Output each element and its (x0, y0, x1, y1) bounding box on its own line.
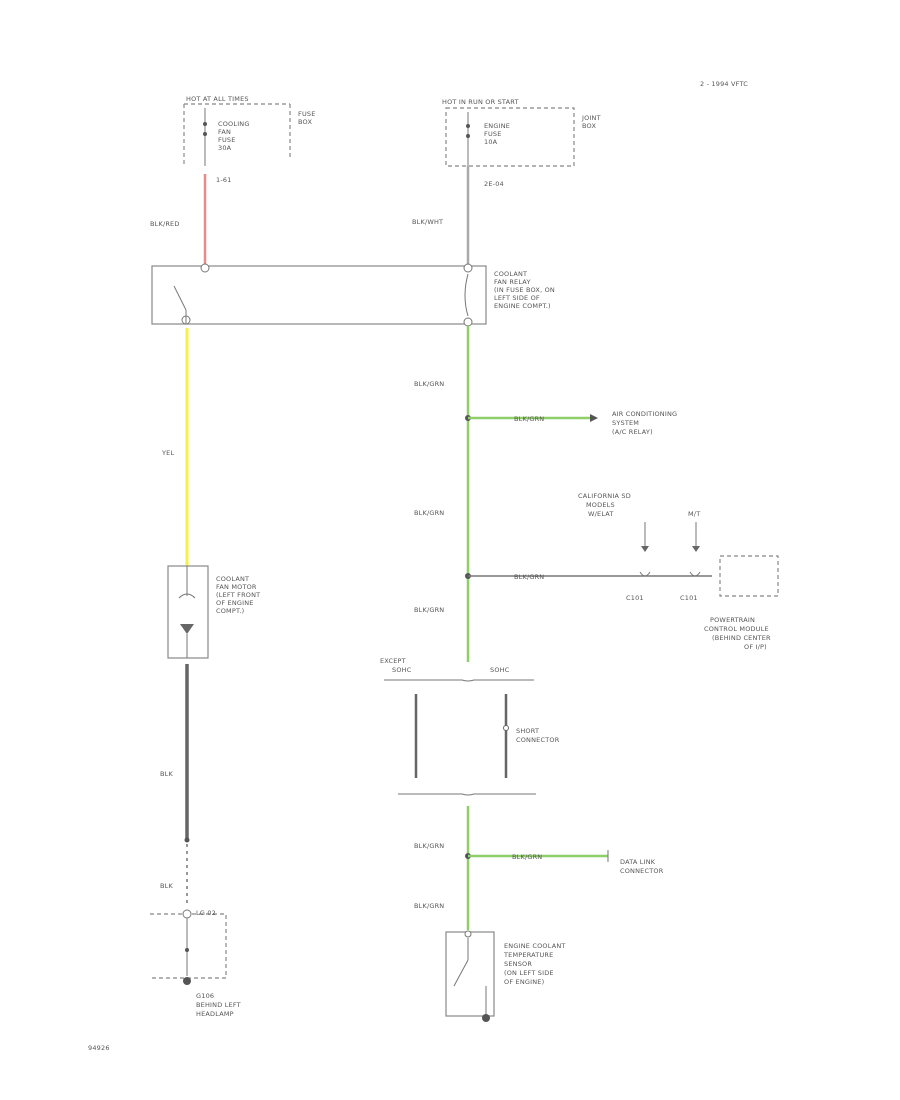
relay-label-line2: FAN RELAY (494, 278, 531, 286)
sensor-switch-contact (453, 959, 469, 987)
fuse-box-label-line1: FUSE (298, 110, 316, 118)
ground-g106: LG 02 G106 BEHIND LEFT HEADLAMP (150, 909, 241, 1018)
wire-yel-label: YEL (161, 449, 174, 457)
wire-blk-grn-label-2: BLK/GRN (414, 509, 444, 517)
wire-blk-grn-label-3: BLK/GRN (414, 606, 444, 614)
sensor-ground-icon (482, 1014, 490, 1022)
mt-label: M/T (688, 510, 700, 518)
motor-label-line3: (LEFT FRONT (216, 591, 260, 599)
hot-all-times-label: HOT AT ALL TIMES (186, 95, 249, 103)
joint-box-label-line1: JOINT (581, 114, 601, 122)
powertrain-control-module: POWERTRAIN CONTROL MODULE (BEHIND CENTER… (704, 555, 779, 651)
short-connector-label-line2: CONNECTOR (516, 736, 560, 744)
footer-code: 94926 (88, 1044, 110, 1052)
engine-coolant-temp-sensor: ENGINE COOLANT TEMPERATURE SENSOR (ON LE… (445, 930, 566, 1022)
pcm-label-line4: OF I/P) (744, 643, 767, 651)
dlc-label-line2: CONNECTOR (620, 867, 664, 875)
wire-blk-grn-label-4: BLK/GRN (414, 842, 444, 850)
engine-fuse-line1: ENGINE (484, 122, 510, 130)
wire-blk-label-1: BLK (160, 770, 173, 778)
cooling-fan-fuse-line3: FUSE (218, 136, 236, 144)
motor-label-line5: COMPT.) (216, 607, 244, 615)
wire-blk-red-label: BLK/RED (150, 220, 180, 228)
except-sohc-bracket (384, 679, 534, 682)
relay-coil-icon (464, 273, 469, 317)
cooling-fan-fuse-line2: FAN (218, 128, 231, 136)
wire-blk-id: 2E-04 (484, 180, 504, 188)
wire-blk-grn-label-1: BLK/GRN (414, 380, 444, 388)
merge-bracket (398, 793, 536, 796)
pcm-label-line3: (BEHIND CENTER (712, 634, 771, 642)
joint-box-label-line2: BOX (582, 122, 596, 130)
calif-label-line1: CALIFORNIA SD (578, 492, 631, 500)
ac-label-line1: AIR CONDITIONING (612, 410, 677, 418)
pcm-label-line1: POWERTRAIN (710, 616, 755, 624)
wire-blk-grn-label-5: BLK/GRN (414, 902, 444, 910)
ac-arrow-icon (590, 414, 598, 422)
calif-label-line3: W/ELAT (588, 510, 614, 518)
connector-c2-label: C101 (680, 594, 698, 602)
ground-label-line3: HEADLAMP (196, 1010, 234, 1018)
right-fuse-box: HOT IN RUN OR START ENGINE FUSE 10A JOIN… (442, 98, 601, 188)
pcm-label-line2: CONTROL MODULE (704, 625, 769, 633)
motor-label-line2: FAN MOTOR (216, 583, 257, 591)
page-code: 2 - 1994 VFTC (700, 80, 748, 88)
motor-label-line4: OF ENGINE (216, 599, 254, 607)
motor-diode-icon (180, 624, 194, 634)
engine-fuse-line2: FUSE (484, 130, 502, 138)
fuse-box-label-line2: BOX (298, 118, 312, 126)
relay-label-line1: COOLANT (494, 270, 527, 278)
engine-fuse-line3: 10A (484, 138, 498, 146)
ground-label-line1: G106 (196, 992, 214, 1000)
sensor-label-line2: TEMPERATURE (503, 951, 553, 959)
wire-red-id: 1-61 (216, 176, 232, 184)
connector-c1-label: C101 (626, 594, 644, 602)
sohc-label: SOHC (490, 666, 510, 674)
coolant-fan-relay: COOLANT FAN RELAY (IN FUSE BOX, ON LEFT … (151, 263, 555, 327)
motor-label-line1: COOLANT (216, 575, 249, 583)
ac-label-line2: SYSTEM (612, 419, 639, 427)
cooling-fan-fuse-line4: 30A (218, 144, 232, 152)
sensor-label-line5: OF ENGINE) (504, 978, 544, 986)
wire-blk-grn-label-dlc: BLK/GRN (512, 853, 542, 861)
relay-label-line3: (IN FUSE BOX, ON (494, 286, 555, 294)
sensor-label-line1: ENGINE COOLANT (504, 942, 566, 950)
dlc-label-line1: DATA LINK (620, 858, 656, 866)
short-connector: SHORT CONNECTOR (414, 694, 560, 778)
relay-label-line5: ENGINE COMPT.) (494, 302, 551, 310)
g-id-label: LG 02 (196, 909, 216, 917)
ground-icon (183, 977, 191, 985)
ground-label-line2: BEHIND LEFT (196, 1001, 241, 1009)
sensor-label-line4: (ON LEFT SIDE (504, 969, 554, 977)
sensor-label-line3: SENSOR (504, 960, 532, 968)
relay-label-line4: LEFT SIDE OF (494, 294, 540, 302)
cooling-fan-fuse-line1: COOLING (218, 120, 250, 128)
except-label-line2: SOHC (392, 666, 412, 674)
motor-brush-icon (178, 593, 196, 599)
wire-blk-grn-label-pcm: BLK/GRN (514, 573, 544, 581)
hot-run-start-label: HOT IN RUN OR START (442, 98, 519, 106)
calif-label-line2: MODELS (586, 501, 615, 509)
wire-blk-label-2: BLK (160, 882, 173, 890)
relay-switch-contact (173, 285, 187, 311)
ac-label-line3: (A/C RELAY) (612, 428, 653, 436)
left-fuse-box: HOT AT ALL TIMES COOLING FAN FUSE 30A FU… (183, 95, 316, 184)
coolant-fan-motor: COOLANT FAN MOTOR (LEFT FRONT OF ENGINE … (167, 565, 260, 659)
wire-blk-wht-label: BLK/WHT (412, 218, 443, 226)
short-connector-label-line1: SHORT (516, 727, 539, 735)
except-label-line1: EXCEPT (380, 657, 406, 665)
wire-blk-grn-label-ac: BLK/GRN (514, 415, 544, 423)
